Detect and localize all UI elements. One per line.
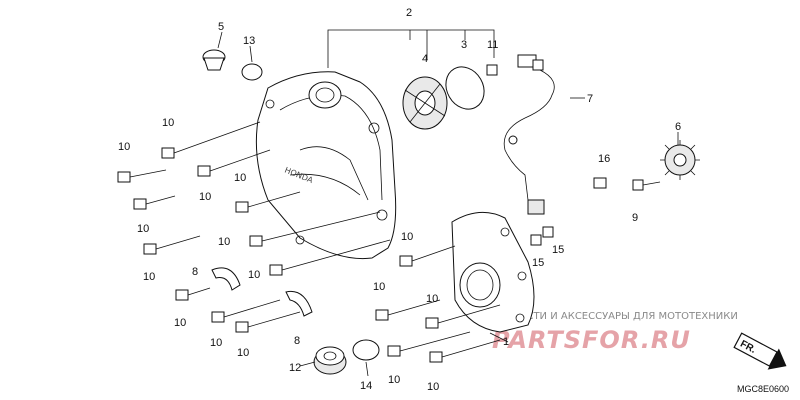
oring-14-part — [352, 339, 380, 361]
callout-8b: 8 — [294, 335, 300, 347]
callout-7: 7 — [587, 93, 593, 105]
callout-4: 4 — [422, 53, 428, 65]
bolt-10-set — [117, 121, 501, 363]
clamp-8-part — [211, 267, 313, 317]
bolt-16-part — [593, 177, 607, 189]
generator-cover — [451, 211, 535, 333]
callout-10b: 10 — [118, 141, 130, 153]
callout-6: 6 — [675, 121, 681, 133]
callout-16: 16 — [598, 153, 610, 165]
callout-5: 5 — [218, 21, 224, 33]
callout-10i: 10 — [174, 317, 186, 329]
bolt-9-part — [632, 179, 661, 191]
rotor-part — [402, 76, 448, 130]
oring-13-part — [241, 63, 263, 81]
filter-cap-12-part — [313, 346, 347, 375]
callout-2: 2 — [406, 7, 412, 19]
callout-10p: 10 — [427, 381, 439, 393]
callout-1: 1 — [503, 336, 509, 348]
cover-plate-part — [445, 66, 485, 110]
leader-1 — [489, 332, 509, 343]
callout-labels: 2 4 3 11 5 13 7 6 16 9 15 15 1 8 8 12 14… — [118, 7, 681, 393]
callout-12: 12 — [289, 362, 301, 374]
callout-8a: 8 — [192, 266, 198, 278]
callout-3: 3 — [461, 39, 467, 51]
gear-part — [660, 140, 700, 180]
leader-5 — [217, 31, 223, 49]
callout-14: 14 — [360, 380, 372, 392]
callout-10k: 10 — [237, 347, 249, 359]
dowel-15-part — [530, 226, 554, 246]
leader-12 — [299, 361, 316, 367]
callout-10e: 10 — [137, 223, 149, 235]
callout-10m: 10 — [373, 281, 385, 293]
callout-15a: 15 — [552, 244, 564, 256]
callout-10n: 10 — [426, 293, 438, 305]
watermark-logo: PARTSFOR.RU — [492, 326, 691, 354]
callout-13: 13 — [243, 35, 255, 47]
bolt-11-part — [486, 64, 498, 76]
callout-10l: 10 — [401, 231, 413, 243]
diagram-code: MGC8E0600 — [737, 384, 789, 394]
watermark-tagline: ЗАПЧАСТИ И АКСЕССУАРЫ ДЛЯ МОТОТЕХНИКИ — [492, 311, 738, 322]
callout-10d: 10 — [234, 172, 246, 184]
callout-9: 9 — [632, 212, 638, 224]
crankcase-cover: HONDA — [255, 71, 397, 260]
callout-11: 11 — [487, 39, 498, 51]
callout-10h: 10 — [248, 269, 260, 281]
callout-10j: 10 — [210, 337, 222, 349]
leader-13 — [249, 45, 253, 63]
front-direction-arrow: FR. — [733, 332, 787, 370]
bracket-2 — [327, 29, 495, 68]
oil-filler-cap-part — [202, 49, 226, 71]
callout-10c: 10 — [199, 191, 211, 203]
leader-14 — [365, 361, 369, 377]
callout-10f: 10 — [218, 236, 230, 248]
callout-10o: 10 — [388, 374, 400, 386]
callout-10a: 10 — [162, 117, 174, 129]
callout-15b: 15 — [532, 257, 544, 269]
callout-10g: 10 — [143, 271, 155, 283]
pulse-sensor-harness-part — [503, 54, 555, 215]
